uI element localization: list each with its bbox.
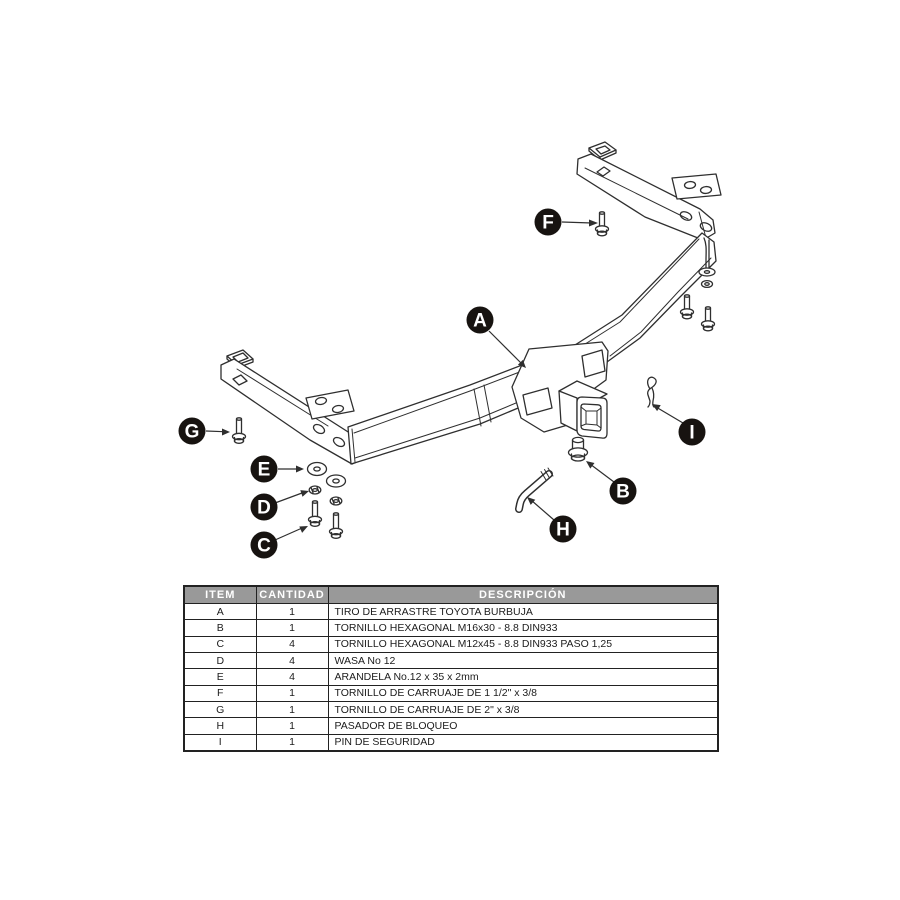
item-cell: B	[183, 619, 257, 637]
callout-a-letter: A	[473, 311, 487, 332]
item-cell: F	[183, 684, 257, 702]
table-row: D 4 WASA No 12	[183, 651, 719, 670]
right-arm-bolt-assembly	[698, 237, 716, 289]
table-row: I 1 PIN DE SEGURIDAD	[183, 733, 719, 752]
hex-bolt-icon	[679, 294, 695, 320]
qty-cell: 1	[255, 619, 329, 637]
bolt-g-icon	[231, 417, 247, 444]
right-backing-plate	[671, 173, 722, 200]
desc-cell: TIRO DE ARRASTRE TOYOTA BURBUJA	[327, 602, 719, 621]
desc-cell: PIN DE SEGURIDAD	[327, 733, 719, 752]
item-cell: C	[183, 635, 257, 653]
callout-c-badge: C	[250, 531, 278, 559]
table-header-row: ITEM CANTIDAD DESCRIPCIÓN	[183, 585, 719, 604]
table-row: E 4 ARANDELA No.12 x 35 x 2mm	[183, 668, 719, 686]
qty-cell: 4	[255, 635, 329, 653]
safety-clip-icon	[646, 376, 657, 408]
qty-cell: 4	[255, 668, 329, 686]
callout-i-badge: I	[678, 418, 706, 446]
callout-c-letter: C	[257, 536, 271, 557]
callout-d-letter: D	[257, 498, 271, 519]
item-cell: D	[183, 651, 257, 670]
callout-h-badge: H	[549, 515, 577, 543]
desc-cell: TORNILLO HEXAGONAL M16x30 - 8.8 DIN933	[327, 619, 719, 637]
callout-g-badge: G	[178, 417, 206, 445]
table-row: H 1 PASADOR DE BLOQUEO	[183, 717, 719, 735]
qty-cell: 1	[255, 684, 329, 702]
bolt-f-icon	[594, 211, 610, 237]
callout-b-badge: B	[609, 477, 637, 505]
bolt-b-icon	[567, 436, 589, 462]
qty-cell: 1	[255, 700, 329, 719]
receiver-tube	[558, 380, 608, 439]
right-mounting-arm	[576, 153, 716, 241]
table-row: C 4 TORNILLO HEXAGONAL M12x45 - 8.8 DIN9…	[183, 635, 719, 653]
callout-b-letter: B	[616, 482, 630, 503]
table-row: F 1 TORNILLO DE CARRUAJE DE 1 1/2" x 3/8	[183, 684, 719, 702]
hitch-exploded-diagram: A B C D E F G H	[178, 141, 722, 559]
table-row: B 1 TORNILLO HEXAGONAL M16x30 - 8.8 DIN9…	[183, 619, 719, 637]
locking-pin-icon	[515, 467, 554, 513]
item-cell: H	[183, 717, 257, 735]
desc-cell: PASADOR DE BLOQUEO	[327, 717, 719, 735]
callout-f-letter: F	[542, 213, 554, 234]
qty-cell: 4	[255, 651, 329, 670]
left-backing-plate	[305, 389, 355, 420]
qty-cell: 1	[255, 717, 329, 735]
callout-e-letter: E	[258, 460, 271, 481]
callout-h-letter: H	[556, 520, 570, 541]
hex-bolt-icon	[700, 306, 716, 332]
qty-cell: 1	[255, 733, 329, 752]
callout-leaders	[205, 219, 684, 541]
callout-f-badge: F	[534, 208, 562, 236]
qty-cell: 1	[255, 602, 329, 621]
bolt-c-icon	[307, 500, 344, 539]
desc-cell: ARANDELA No.12 x 35 x 2mm	[327, 668, 719, 686]
callout-g-letter: G	[185, 422, 200, 443]
table-row: A 1 TIRO DE ARRASTRE TOYOTA BURBUJA	[183, 602, 719, 621]
parts-table: ITEM CANTIDAD DESCRIPCIÓN A 1 TIRO DE AR…	[183, 585, 719, 752]
desc-cell: TORNILLO DE CARRUAJE DE 2" x 3/8	[327, 700, 719, 719]
item-cell: G	[183, 700, 257, 719]
item-cell: I	[183, 733, 257, 752]
desc-cell: WASA No 12	[327, 651, 719, 670]
desc-cell: TORNILLO HEXAGONAL M12x45 - 8.8 DIN933 P…	[327, 635, 719, 653]
table-row: G 1 TORNILLO DE CARRUAJE DE 2" x 3/8	[183, 700, 719, 719]
header-cantidad: CANTIDAD	[255, 585, 329, 604]
desc-cell: TORNILLO DE CARRUAJE DE 1 1/2" x 3/8	[327, 684, 719, 702]
header-item: ITEM	[183, 585, 257, 604]
item-cell: A	[183, 602, 257, 621]
item-cell: E	[183, 668, 257, 686]
callout-e-badge: E	[250, 455, 278, 483]
washer-icon	[306, 461, 347, 488]
callout-a-badge: A	[466, 306, 494, 334]
callout-d-badge: D	[250, 493, 278, 521]
header-descripcion: DESCRIPCIÓN	[327, 585, 719, 604]
callout-i-letter: I	[689, 423, 694, 444]
nut-icon	[308, 485, 343, 506]
